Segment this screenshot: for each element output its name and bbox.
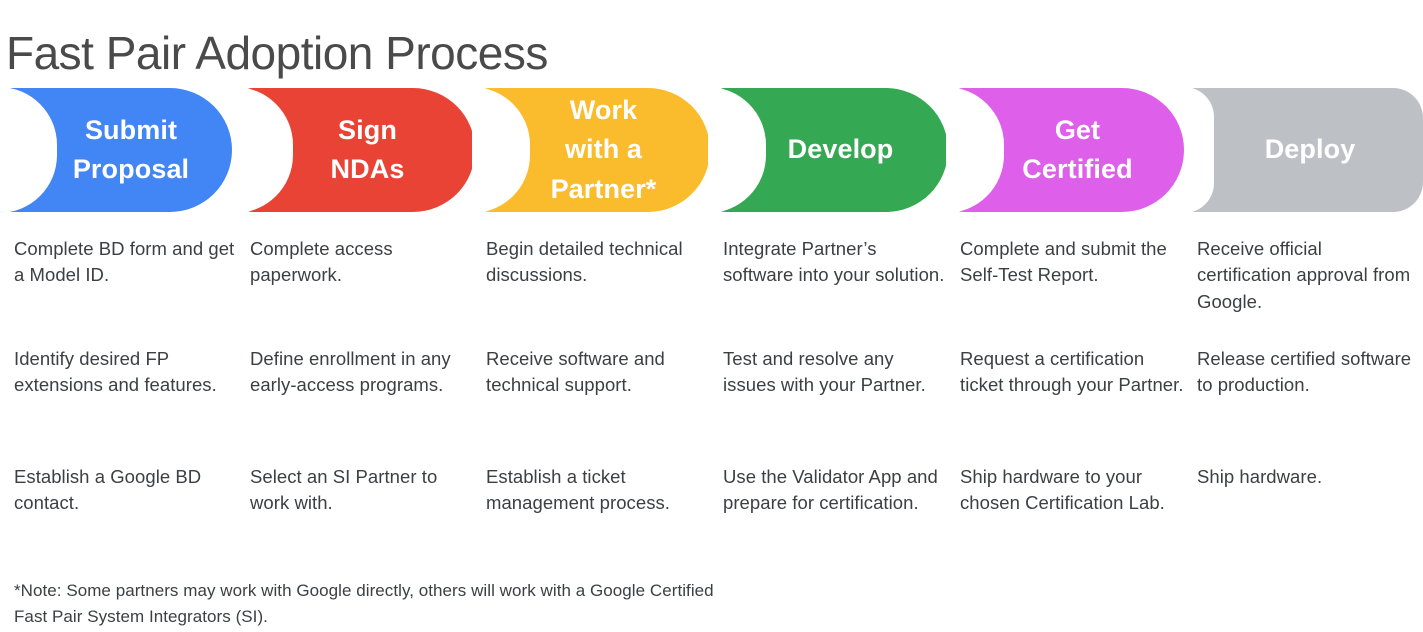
process-step-develop[interactable]: Develop — [708, 87, 948, 213]
step-details-grid: Complete BD form and get a Model ID. Ide… — [0, 236, 1423, 556]
step-label: Work with a Partner* — [550, 95, 657, 204]
list-item: Select an SI Partner to work with. — [250, 466, 438, 514]
list-item: Complete and submit the Self-Test Report… — [960, 238, 1167, 286]
list-item: Release certified software to production… — [1197, 348, 1412, 396]
process-step-work-with-a-partner[interactable]: Work with a Partner* — [472, 87, 710, 213]
step-label: Submit Proposal — [72, 114, 190, 184]
step-label: Sign NDAs — [330, 114, 405, 184]
list-item: Test and resolve any issues with your Pa… — [723, 348, 926, 396]
list-item: Begin detailed technical discussions. — [486, 238, 683, 286]
process-step-sign-ndas[interactable]: Sign NDAs — [235, 87, 475, 213]
list-item: Request a certification ticket through y… — [960, 348, 1184, 396]
list-item: Establish a ticket management process. — [486, 466, 670, 514]
process-step-submit-proposal[interactable]: Submit Proposal — [0, 87, 232, 213]
list-item: Receive official certification approval … — [1197, 238, 1411, 312]
list-item: Receive software and technical support. — [486, 348, 665, 396]
list-item: Establish a Google BD contact. — [14, 466, 202, 514]
list-item: Identify desired FP extensions and featu… — [14, 348, 217, 396]
list-item: Use the Validator App and prepare for ce… — [723, 466, 938, 514]
step-label: Get Certified — [1022, 114, 1133, 184]
list-item: Ship hardware to your chosen Certificati… — [960, 466, 1165, 514]
list-item: Complete access paperwork. — [250, 238, 393, 286]
step-shape — [1185, 88, 1423, 212]
list-item: Define enrollment in any early-access pr… — [250, 348, 451, 396]
list-item: Ship hardware. — [1197, 466, 1323, 487]
process-banner-strip: Submit Proposal Sign NDAs Work with a Pa… — [0, 87, 1423, 213]
step-notch — [1184, 87, 1214, 213]
list-item: Complete BD form and get a Model ID. — [14, 238, 235, 286]
page-title: Fast Pair Adoption Process — [6, 26, 548, 79]
footnote: *Note: Some partners may work with Googl… — [14, 581, 714, 626]
process-step-get-certified[interactable]: Get Certified — [946, 87, 1184, 213]
list-item: Integrate Partner’s software into your s… — [723, 238, 945, 286]
step-label: Deploy — [1264, 134, 1356, 165]
process-step-deploy[interactable]: Deploy — [1184, 87, 1423, 213]
step-label: Develop — [787, 134, 894, 165]
